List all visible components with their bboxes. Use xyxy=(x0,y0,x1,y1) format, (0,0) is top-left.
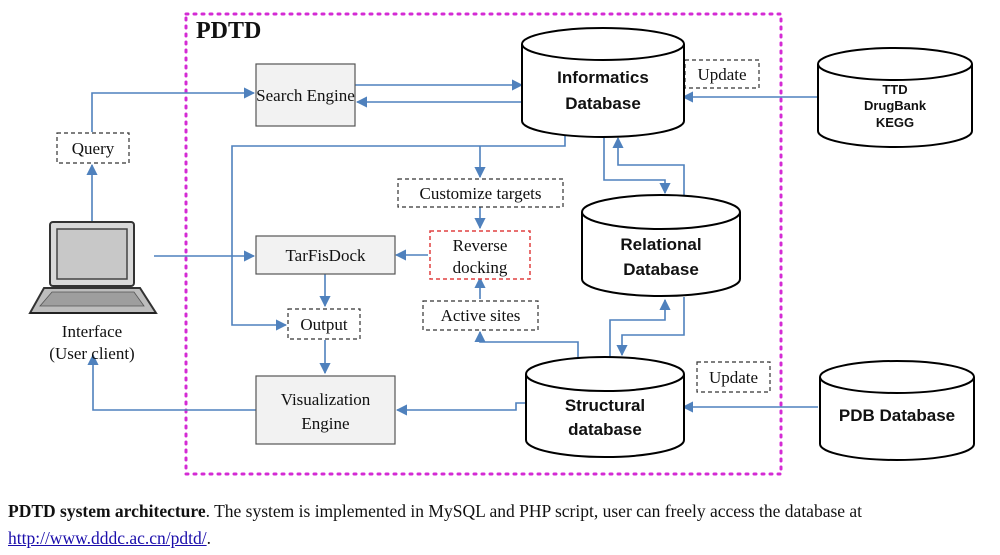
search-engine-label: Search Engine xyxy=(256,86,355,105)
figure-caption: PDTD system architecture. The system is … xyxy=(8,498,993,552)
reverse-docking-label-line1: Reverse xyxy=(453,236,508,255)
update-bottom-box: Update xyxy=(696,361,771,393)
update-top-label: Update xyxy=(697,65,746,84)
laptop-icon xyxy=(28,221,158,314)
output-label: Output xyxy=(300,315,348,334)
structural-database-label-line1: Structural xyxy=(565,396,645,415)
caption-link[interactable]: http://www.dddc.ac.cn/pdtd/ xyxy=(8,528,207,548)
reverse-docking-label-line2: docking xyxy=(453,258,508,277)
structural-database-label-line2: database xyxy=(568,420,642,439)
interface-label-line2: (User client) xyxy=(49,344,134,363)
architecture-diagram: PDTD xyxy=(28,12,975,476)
external-db-drugbank: DrugBank xyxy=(864,98,927,113)
tarfisdock-box: TarFisDock xyxy=(255,235,396,275)
connector-structural-to-active xyxy=(474,330,579,358)
connector-relational-to-structural xyxy=(616,297,685,357)
connector-relational-to-informatics xyxy=(612,136,685,198)
caption-end: . xyxy=(206,528,211,548)
pdtd-frame-title: PDTD xyxy=(196,18,261,44)
connector-informatics-to-relational xyxy=(603,138,671,195)
connector-visualization-to-interface xyxy=(87,353,256,411)
tarfisdock-label: TarFisDock xyxy=(285,246,366,265)
visualization-engine-box: Visualization Engine xyxy=(255,375,396,445)
interface-label-line1: Interface xyxy=(62,322,122,341)
query-box: Query xyxy=(56,132,130,164)
caption-title: PDTD system architecture xyxy=(8,501,206,521)
customize-targets-label: Customize targets xyxy=(420,184,542,203)
relational-database-label-line1: Relational xyxy=(620,235,701,254)
relational-database-label-line2: Database xyxy=(623,260,699,279)
connector-structural-to-relational xyxy=(609,298,671,360)
reverse-docking-box: Reverse docking xyxy=(429,230,531,280)
connector-informatics-to-output xyxy=(231,136,566,331)
caption-text: . The system is implemented in MySQL and… xyxy=(205,501,863,521)
pdtd-frame xyxy=(184,12,783,476)
external-db-ttd: TTD xyxy=(882,82,907,97)
visualization-engine-label-line2: Engine xyxy=(301,414,349,433)
pdb-database-cylinder: PDB Database xyxy=(819,360,975,461)
pdb-database-label: PDB Database xyxy=(839,406,955,425)
structural-database-cylinder: Structural database xyxy=(525,356,685,458)
informatics-database-label-line1: Informatics xyxy=(557,68,649,87)
visualization-engine-label-line1: Visualization xyxy=(281,390,371,409)
update-top-box: Update xyxy=(684,59,760,89)
connector-query-to-search-engine xyxy=(91,87,256,132)
external-db-kegg: KEGG xyxy=(876,115,914,130)
search-engine-box: Search Engine xyxy=(255,63,356,127)
output-box: Output xyxy=(287,308,361,340)
query-label: Query xyxy=(72,139,115,158)
informatics-database-label-line2: Database xyxy=(565,94,641,113)
active-sites-label: Active sites xyxy=(441,306,521,325)
external-ttd-drugbank-kegg-cylinder: TTD DrugBank KEGG xyxy=(817,47,973,148)
connector-structural-to-visualization xyxy=(395,402,526,416)
customize-targets-box: Customize targets xyxy=(397,178,564,208)
informatics-database-cylinder: Informatics Database xyxy=(521,27,685,138)
active-sites-box: Active sites xyxy=(422,300,539,331)
relational-database-cylinder: Relational Database xyxy=(581,194,741,297)
update-bottom-label: Update xyxy=(709,368,758,387)
